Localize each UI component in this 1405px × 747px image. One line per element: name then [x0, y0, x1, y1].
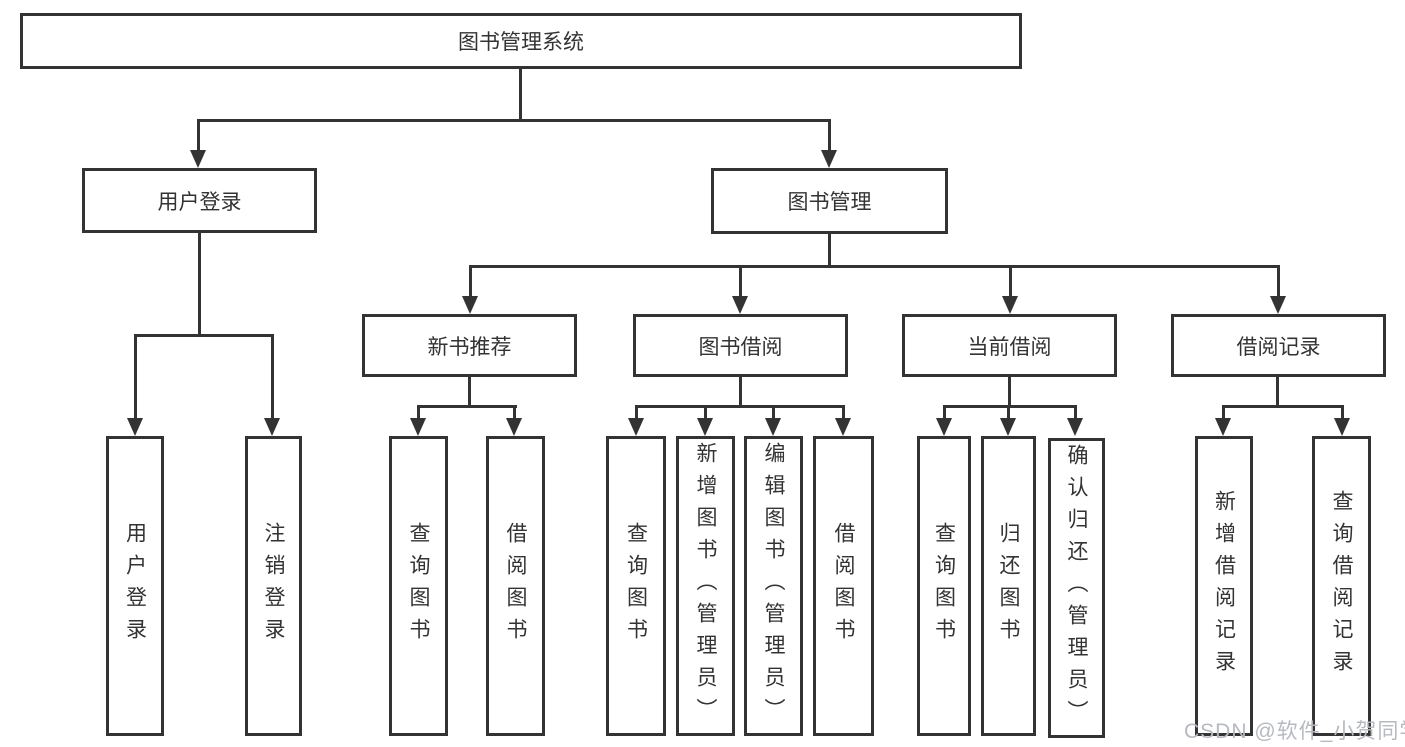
leaf-logout: 注销登录 — [245, 436, 302, 736]
connector-user-login-crossbar — [134, 334, 274, 337]
leaf-newbook-borrow-books: 借阅图书 — [486, 436, 545, 736]
node-user-login-label: 用户登录 — [157, 190, 242, 214]
arrowhead-book-borrow — [732, 296, 748, 314]
arrowhead-leaf-user-login — [127, 418, 143, 436]
connector-book-borrow-crossbar — [635, 405, 845, 408]
connector-root-right-drop — [828, 120, 831, 154]
node-current-borrow: 当前借阅 — [902, 314, 1117, 377]
leaf-records-query-record: 查询借阅记录 — [1312, 436, 1371, 736]
connector-book-management-stem — [828, 234, 831, 267]
leaf-current-confirm-return-admin: 确认归还（管理员） — [1048, 438, 1105, 738]
node-book-management: 图书管理 — [711, 168, 948, 234]
leaf-records-query-record-label: 查询借阅记录 — [1330, 490, 1353, 682]
arrowhead-user-login — [190, 150, 206, 168]
node-borrow-records-label: 借阅记录 — [1236, 335, 1321, 359]
connector-drop-book-borrow — [739, 266, 742, 298]
connector-borrow-records-drop-2 — [1341, 406, 1344, 420]
leaf-borrow-add-books-admin: 新增图书（管理员） — [676, 436, 735, 736]
leaf-borrow-borrow-books-label: 借阅图书 — [832, 522, 855, 650]
connector-book-borrow-stem — [739, 377, 742, 407]
connector-drop-borrow-records — [1277, 266, 1280, 298]
arrowhead-current-return — [1000, 418, 1016, 436]
leaf-user-login: 用户登录 — [106, 436, 164, 736]
connector-current-borrow-stem — [1008, 377, 1011, 407]
csdn-watermark: CSDN @软件_小贺同学 — [1184, 720, 1405, 743]
leaf-borrow-query-books: 查询图书 — [606, 436, 666, 736]
leaf-newbook-query-books-label: 查询图书 — [407, 522, 430, 650]
leaf-current-return-books: 归还图书 — [981, 436, 1036, 736]
leaf-current-confirm-return-admin-label: 确认归还（管理员） — [1065, 444, 1088, 732]
node-user-login: 用户登录 — [82, 168, 317, 233]
node-book-borrow: 图书借阅 — [633, 314, 848, 377]
arrowhead-newbook-query — [410, 418, 426, 436]
arrowhead-current-confirm — [1067, 418, 1083, 436]
arrowhead-leaf-logout — [264, 418, 280, 436]
leaf-borrow-edit-books-admin: 编辑图书（管理员） — [744, 436, 803, 736]
connector-new-book-crossbar — [417, 405, 517, 408]
connector-root-crossbar — [197, 119, 831, 122]
leaf-borrow-query-books-label: 查询图书 — [624, 522, 648, 650]
leaf-borrow-add-books-admin-label: 新增图书（管理员） — [694, 442, 717, 730]
leaf-records-add-record: 新增借阅记录 — [1195, 436, 1253, 736]
leaf-current-return-books-label: 归还图书 — [997, 522, 1020, 650]
node-borrow-records: 借阅记录 — [1171, 314, 1386, 377]
connector-current-borrow-drop-3 — [1074, 406, 1077, 420]
connector-user-login-stem — [198, 233, 201, 336]
leaf-records-add-record-label: 新增借阅记录 — [1212, 490, 1236, 682]
arrowhead-borrow-records — [1270, 296, 1286, 314]
connector-borrow-records-drop-1 — [1222, 406, 1225, 420]
connector-book-borrow-drop-3 — [772, 406, 775, 420]
connector-new-book-drop-1 — [417, 406, 420, 420]
connector-root-stem — [519, 69, 522, 121]
leaf-logout-label: 注销登录 — [262, 522, 285, 650]
connector-user-login-drop-2 — [271, 335, 274, 420]
leaf-newbook-borrow-books-label: 借阅图书 — [504, 522, 527, 650]
arrowhead-borrow-add — [697, 418, 713, 436]
arrowhead-book-management — [821, 150, 837, 168]
connector-current-borrow-drop-1 — [943, 406, 946, 420]
node-new-book-recommend: 新书推荐 — [362, 314, 577, 377]
connector-borrow-records-stem — [1276, 377, 1279, 407]
node-current-borrow-label: 当前借阅 — [967, 335, 1052, 359]
leaf-current-query-books: 查询图书 — [917, 436, 971, 736]
connector-current-borrow-crossbar — [943, 405, 1077, 408]
connector-root-left-drop — [197, 120, 200, 154]
node-book-management-system-label: 图书管理系统 — [458, 31, 584, 54]
connector-new-book-stem — [468, 377, 471, 407]
arrowhead-borrow-query — [628, 418, 644, 436]
arrowhead-records-query — [1334, 418, 1350, 436]
connector-book-management-crossbar — [469, 265, 1280, 268]
arrowhead-current-query — [936, 418, 952, 436]
arrowhead-borrow-borrow — [835, 418, 851, 436]
arrowhead-newbook-borrow — [506, 418, 522, 436]
arrowhead-records-add — [1215, 418, 1231, 436]
leaf-newbook-query-books: 查询图书 — [389, 436, 448, 736]
leaf-borrow-edit-books-admin-label: 编辑图书（管理员） — [762, 442, 785, 730]
node-new-book-recommend-label: 新书推荐 — [427, 335, 512, 359]
node-book-management-system: 图书管理系统 — [20, 13, 1022, 69]
leaf-current-query-books-label: 查询图书 — [932, 522, 956, 650]
node-book-management-label: 图书管理 — [787, 191, 872, 214]
connector-book-borrow-drop-4 — [842, 406, 845, 420]
connector-borrow-records-crossbar — [1222, 405, 1344, 408]
connector-drop-current-borrow — [1009, 266, 1012, 298]
connector-book-borrow-drop-1 — [635, 406, 638, 420]
leaf-borrow-borrow-books: 借阅图书 — [813, 436, 874, 736]
connector-user-login-drop-1 — [134, 335, 137, 420]
connector-new-book-drop-2 — [513, 406, 516, 420]
connector-book-borrow-drop-2 — [704, 406, 707, 420]
arrowhead-borrow-edit — [765, 418, 781, 436]
node-book-borrow-label: 图书借阅 — [698, 335, 783, 359]
connector-current-borrow-drop-2 — [1007, 406, 1010, 420]
arrowhead-current-borrow — [1002, 296, 1018, 314]
arrowhead-new-book-recommend — [462, 296, 478, 314]
connector-drop-new-book — [469, 266, 472, 298]
leaf-user-login-label: 用户登录 — [123, 522, 147, 650]
